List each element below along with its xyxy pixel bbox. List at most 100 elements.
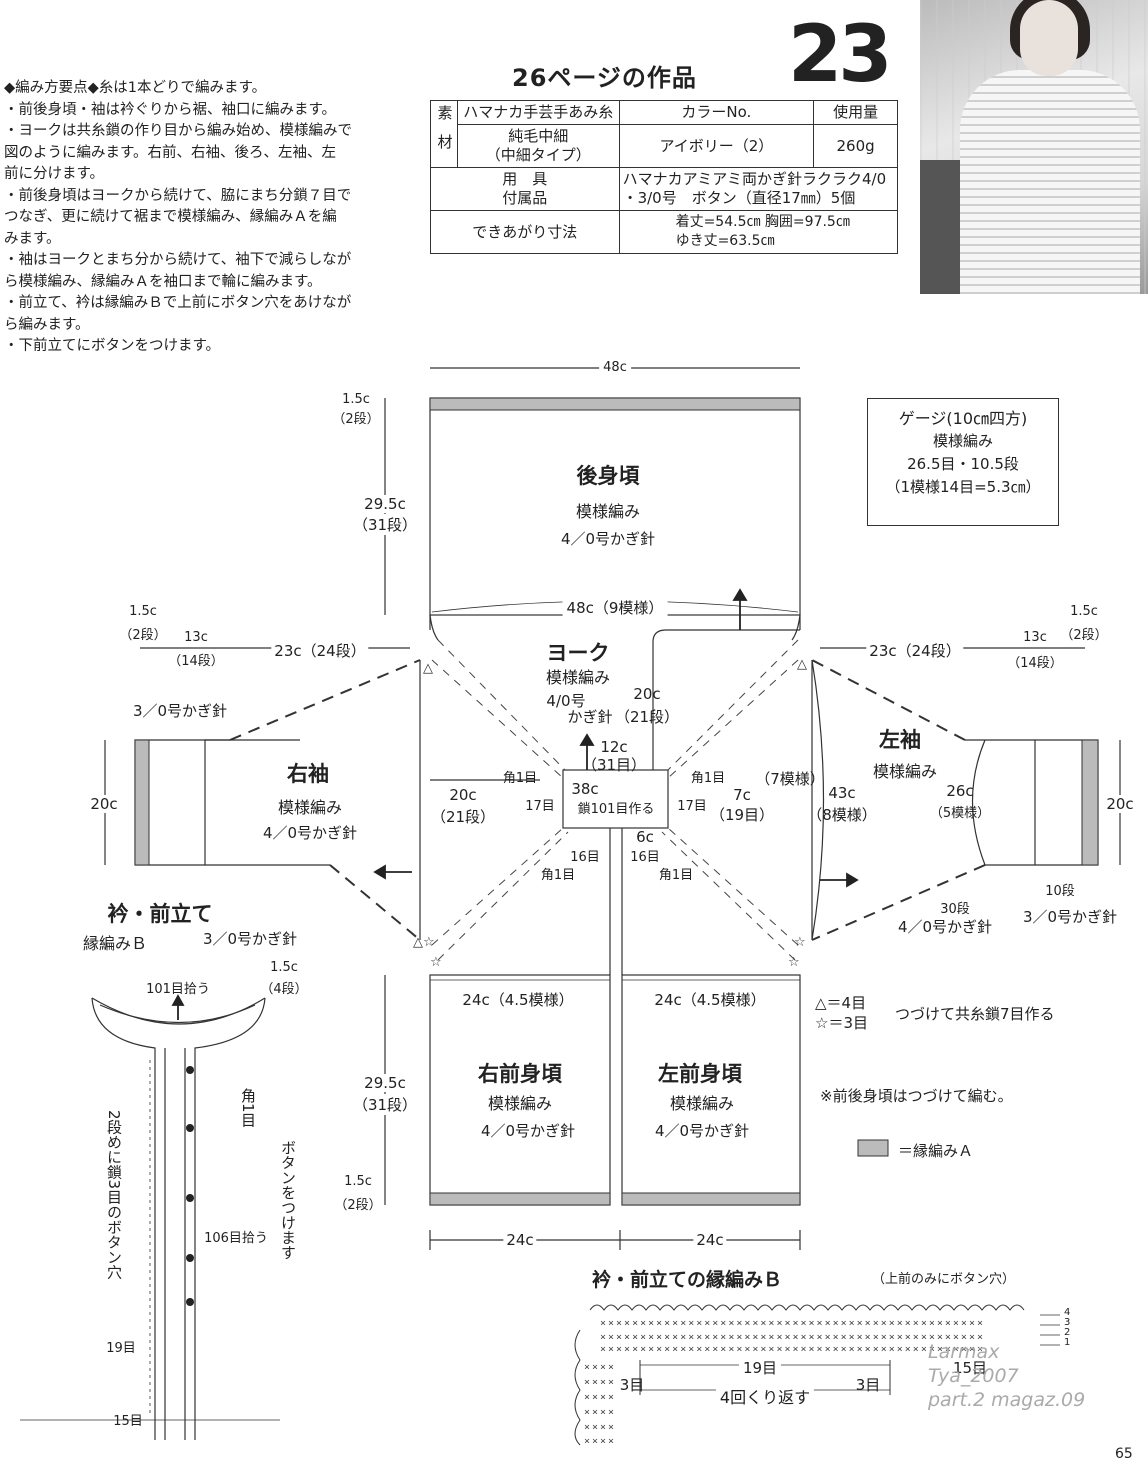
right-sleeve-13c-label: 13c (184, 630, 208, 645)
yoke-depth-label: 20c (633, 685, 661, 703)
front-length-label: 29.5c (364, 1074, 406, 1092)
collar-pickup: 101目拾う (146, 982, 210, 997)
svg-text:××××××××××××××××××××××××××××××: ××××××××××××××××××××××××××××××××××××××××… (600, 1332, 985, 1343)
svg-text:××××: ×××× (584, 1422, 616, 1433)
note-line: ら模様編み、縁編みＡを袖口まで輪に編みます。 (4, 273, 322, 290)
note-line: ・前後身頃・袖は衿ぐりから裾、袖口に編みます。 (4, 101, 337, 118)
note-line: 図のように編みます。右前、右袖、後ろ、左袖、左 (4, 144, 337, 161)
cardigan-shape (960, 70, 1140, 294)
yarn-column-header: ハマナカ手芸手あみ糸 (457, 100, 620, 125)
model-photo (920, 0, 1148, 294)
note-line: ・袖はヨークとまち分から続けて、袖下で減らしなが (4, 252, 352, 268)
stitches-16-right: 16目 (570, 850, 600, 865)
left-top-edge-rows: （2段） (119, 628, 167, 643)
back-body-hook: 4／0号かぎ針 (560, 530, 656, 548)
collar-title: 衿・前立て (107, 902, 213, 926)
yarn-type: （中細タイプ） (485, 146, 591, 164)
material-label: 素材 (430, 100, 458, 168)
tools-label: 用 具 (502, 170, 548, 188)
svg-text:××××: ×××× (584, 1436, 616, 1447)
left-front-width: 24c（4.5模様） (651, 989, 769, 1010)
right-bottom-width: 24c (503, 1231, 537, 1249)
legend-star: ☆＝3目 (815, 1014, 868, 1032)
watermark-line-3: part.2 magaz.09 (928, 1389, 1086, 1411)
top-width-label: 48c (599, 360, 631, 375)
neck-width-rows: （31目） (581, 756, 647, 774)
right-top-edge-label: 1.5c (1070, 604, 1098, 619)
neck-width-label: 12c (600, 738, 628, 756)
back-top-edge-label: 1.5c (342, 392, 370, 407)
legend-edge-a: ＝縁編みＡ (898, 1142, 974, 1160)
yoke-hook-label: かぎ針 (567, 708, 613, 726)
right-cuff-width: 20c (90, 795, 118, 813)
materials-table: 素材 ハマナカ手芸手あみ糸 カラーNo. 使用量 純毛中細（中細タイプ） アイボ… (430, 100, 899, 254)
right-front-width: 24c（4.5模様） (459, 989, 577, 1010)
sleeve-43c-label: 43c (828, 784, 856, 802)
sleeve-43c-rows: （8模様） (807, 806, 877, 824)
front-19-stitches: 19目 (106, 1341, 136, 1356)
rows-10-label: 10段 (1045, 884, 1075, 899)
amount-cell: 260g (813, 124, 898, 168)
chart-row-1: 1 (1064, 1337, 1071, 1348)
size-label-cell: できあがり寸法 (430, 210, 620, 254)
collar-corner: 角1目 (239, 1088, 257, 1128)
front-length-rows: （31段） (352, 1094, 418, 1115)
chain-start-stitches: 鎖101目作る (577, 802, 655, 817)
hem-label: 1.5c (344, 1174, 372, 1189)
watermark-line-1: Larmax (928, 1341, 1000, 1363)
size-line-2: ゆき丈=63.5㎝ (675, 233, 775, 249)
collar-edge-label: 縁編みＢ (82, 934, 148, 953)
color-column-header: カラーNo. (618, 100, 815, 125)
note-line: つなぎ、更に続けて裾まで模様編み、縁編みＡを編 (4, 209, 337, 225)
gauge-count: 26.5目・10.5段 (907, 455, 1019, 473)
left-sleeve-pattern: 模様編み (872, 762, 938, 781)
right-front-title: 右前身頃 (478, 1062, 562, 1086)
yoke-pattern: 模様編み (545, 668, 611, 687)
page-number: 65 (1115, 1446, 1133, 1462)
back-body-title: 後身頃 (576, 464, 640, 488)
right-top-edge-rows: （2段） (1060, 628, 1108, 643)
stitches-17-left: 17目 (677, 799, 707, 814)
chart-b-subtitle: （上前のみにボタン穴） (872, 1272, 1016, 1287)
left-front-title: 左前身頃 (658, 1062, 742, 1086)
note-line: みます。 (4, 230, 61, 247)
yoke-title: ヨーク (546, 641, 610, 665)
tools-line-1: ハマナカアミアミ両かぎ針ラクラク4/0 (622, 170, 887, 188)
note-line: ・前後身頃はヨークから続けて、脇にまち分鎖７目で (4, 187, 352, 204)
left-sleeve-14rows: （14段） (1007, 656, 1063, 671)
right-sleeve-23c-label: 23c（24段） (271, 640, 369, 661)
gauge-title: ゲージ(10㎝四方) (898, 409, 1028, 428)
yoke-hook-size: 4/0号 (546, 692, 586, 710)
sleeve-26c-rows: （5模様） (929, 806, 991, 821)
amount-column-header: 使用量 (813, 100, 898, 125)
svg-text:××××: ×××× (584, 1362, 616, 1373)
right-sleeve-14rows: （14段） (168, 654, 224, 669)
corner-upper-left: 角1目 (690, 771, 726, 786)
svg-text:☆: ☆ (794, 935, 806, 950)
svg-text:☆: ☆ (430, 955, 442, 970)
right-sleeve-pattern: 模様編み (277, 798, 343, 817)
collar-height: 1.5c (270, 960, 298, 975)
page-title: 26ページの作品 (512, 64, 697, 92)
back-body-pattern: 模様編み (575, 502, 641, 521)
left-cuff-width: 20c (1106, 795, 1134, 813)
svg-text:××××××××××××××××××××××××××××××: ××××××××××××××××××××××××××××××××××××××××… (600, 1318, 985, 1329)
legend-edge-a-swatch (857, 1139, 889, 1157)
collar-height-rows: （4段） (260, 982, 308, 997)
chart-19-stitches: 19目 (738, 1357, 782, 1378)
sleeve-7-repeat: （7模様） (755, 770, 825, 788)
right-front-pattern: 模様編み (487, 1094, 553, 1113)
corner-lower-right: 角1目 (540, 868, 576, 883)
corner-lower-left: 角1目 (658, 868, 694, 883)
model-head-shape (1020, 0, 1078, 76)
corner-upper-right: 角1目 (502, 771, 538, 786)
side-20c-rows: （21段） (430, 808, 496, 826)
tools-line-2: ・3/0号 ボタン（直径17㎜）5個 (622, 189, 856, 207)
note-line: ◆編み方要点◆糸は1本どりで編みます。 (4, 80, 267, 96)
side-20c-label: 20c (449, 786, 477, 804)
left-sleeve-title: 左袖 (879, 728, 921, 752)
hem-rows: （2段） (334, 1198, 382, 1213)
stitches-16-left: 16目 (630, 850, 660, 865)
